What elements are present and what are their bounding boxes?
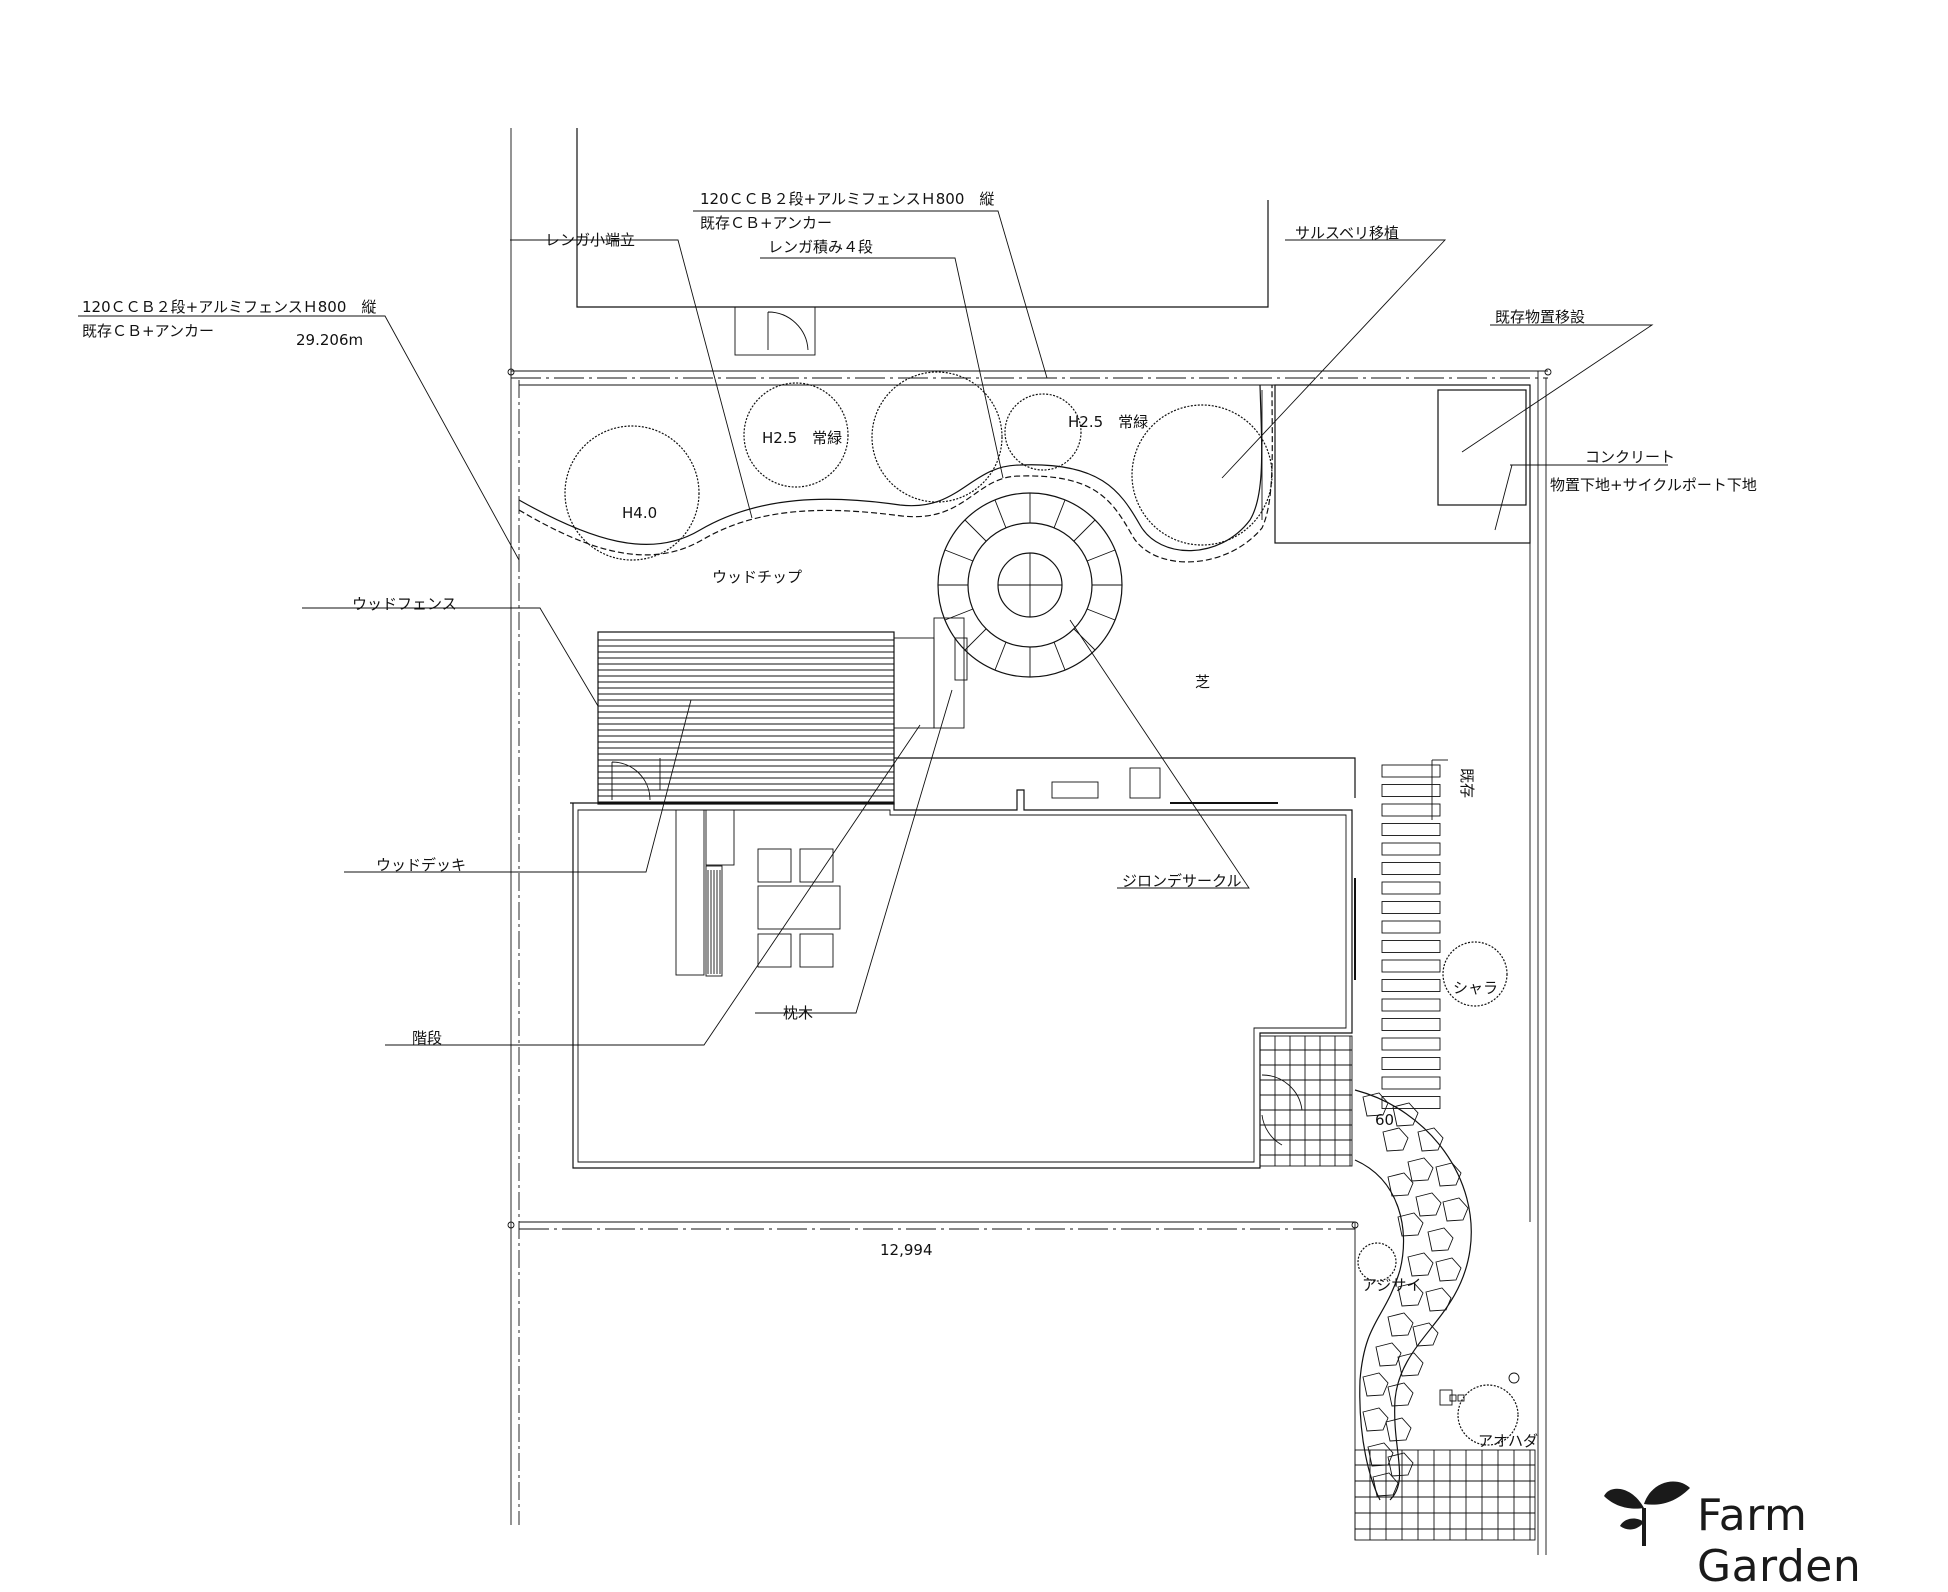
leaf-sprout-icon [1604, 1481, 1690, 1546]
label-tree-h40: H4.0 [622, 504, 657, 522]
label-dim-bottom: 12,994 [880, 1241, 933, 1259]
label-fence-top-1: 120ＣＣＢ２段+アルミフェンスＨ800 縦 [700, 190, 994, 208]
label-fence-top-2: 既存ＣＢ+アンカー [700, 214, 832, 232]
label-length-left: 29.206m [296, 331, 363, 349]
shrubs [1357, 941, 1520, 1446]
label-sleeper: 枕木 [783, 1004, 813, 1022]
label-gironde: ジロンデサークル [1122, 872, 1242, 890]
sleeper-path [1381, 764, 1441, 1109]
gironde-circle [937, 492, 1123, 678]
label-wood-deck: ウッドデッキ [376, 856, 466, 874]
label-aodamo: アオハダ [1478, 1432, 1538, 1450]
label-tree-h25-a: H2.5 常緑 [762, 429, 842, 447]
label-fence-left-1: 120ＣＣＢ２段+アルミフェンスＨ800 縦 [82, 298, 376, 316]
garden-plan-drawing: 120ＣＣＢ２段+アルミフェンスＨ800 縦 既存ＣＢ+アンカー レンガ小端立 … [78, 128, 1757, 1555]
brand-name: Farm Garden [1697, 1490, 1862, 1592]
wood-deck [597, 617, 968, 805]
property-boundary [507, 128, 1552, 1555]
bottom-steps [1354, 1389, 1536, 1541]
house [570, 757, 1356, 1169]
label-wood-fence: ウッドフェンス [352, 595, 457, 613]
label-concrete: コンクリート [1585, 448, 1675, 466]
brick-bed-edge [518, 384, 1273, 563]
drawing-labels: 120ＣＣＢ２段+アルミフェンスＨ800 縦 既存ＣＢ+アンカー レンガ小端立 … [82, 190, 1757, 1450]
label-concrete-sub: 物置下地+サイクルポート下地 [1550, 476, 1757, 494]
leader-lines [78, 210, 1668, 1046]
label-stairs: 階段 [412, 1029, 442, 1047]
label-lawn: 芝 [1195, 673, 1210, 691]
label-brick-edge: レンガ小端立 [545, 231, 635, 249]
stone-path [1354, 1089, 1472, 1501]
label-existing: 既存 [1458, 768, 1476, 798]
label-woodchip: ウッドチップ [712, 568, 802, 586]
label-shara: シャラ [1453, 979, 1498, 997]
concrete-pad [1261, 384, 1531, 544]
label-brick-stack: レンガ積み４段 [768, 238, 873, 256]
label-existing-shed: 既存物置移設 [1495, 308, 1585, 326]
label-dim-60: 60 [1375, 1111, 1394, 1129]
label-fence-left-2: 既存ＣＢ+アンカー [82, 322, 214, 340]
label-crape-myrtle: サルスベリ移植 [1295, 224, 1399, 242]
label-tree-h25-b: H2.5 常緑 [1068, 413, 1148, 431]
label-ajisai: アジサイ [1362, 1276, 1421, 1294]
trees-bed [564, 371, 1273, 561]
